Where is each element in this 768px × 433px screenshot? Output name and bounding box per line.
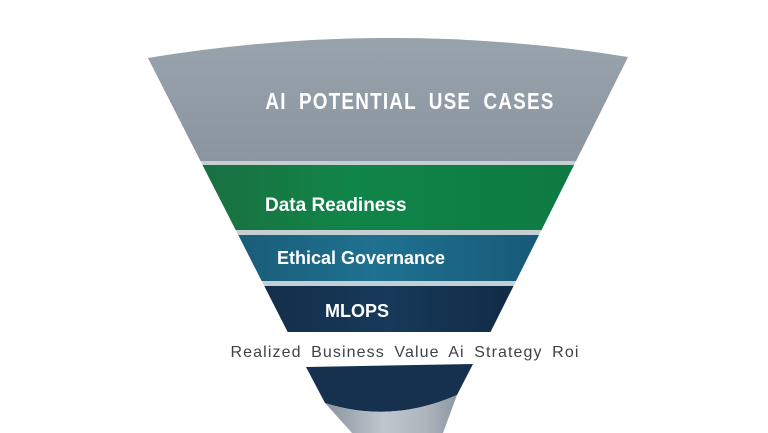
stage-band-mlops bbox=[264, 286, 514, 332]
funnel-spout-navy bbox=[306, 364, 473, 412]
funnel-title: AI POTENTIAL USE CASES bbox=[265, 88, 555, 114]
funnel-spout-stem bbox=[325, 395, 457, 433]
stage-band-data-readiness bbox=[202, 165, 574, 230]
stage-band-ethical-governance bbox=[238, 235, 540, 281]
funnel-top-section bbox=[148, 37, 628, 161]
stage-label-mlops: MLOPS bbox=[325, 301, 390, 321]
stage-label-ethical-governance: Ethical Governance bbox=[277, 248, 446, 268]
stage-label-data-readiness: Data Readiness bbox=[265, 195, 407, 216]
funnel-caption: Realized Business Value Ai Strategy Roi bbox=[230, 344, 580, 361]
